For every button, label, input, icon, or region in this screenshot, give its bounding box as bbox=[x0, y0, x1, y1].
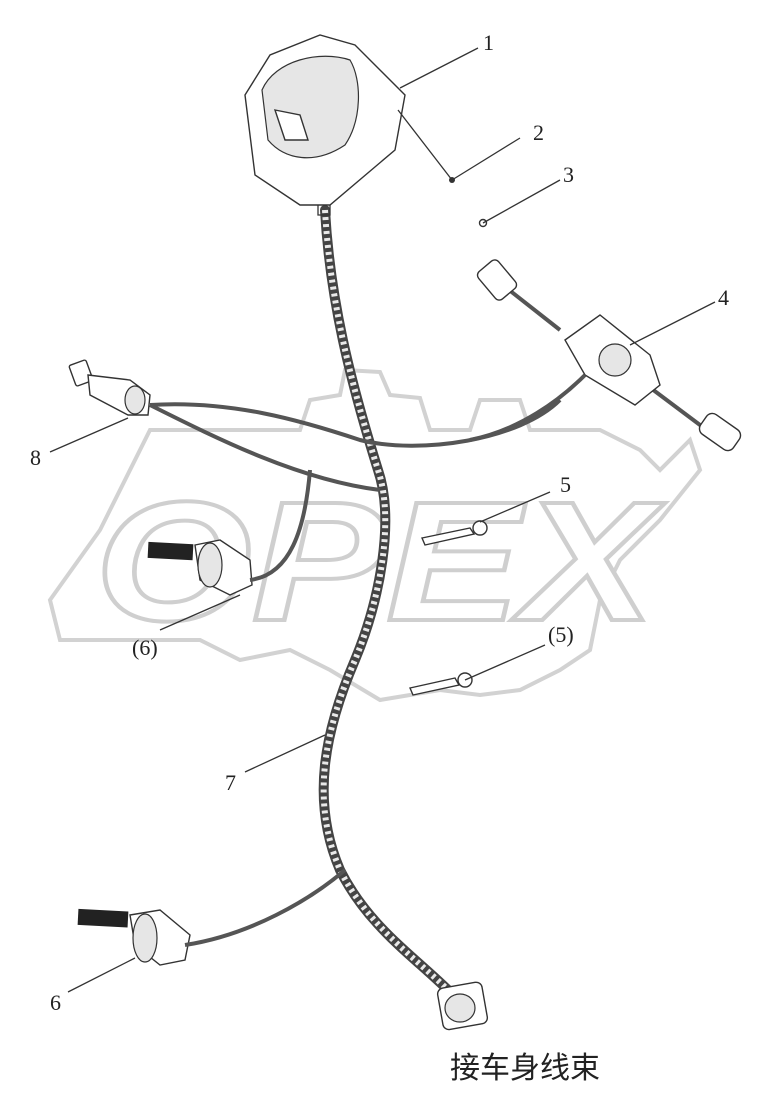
part-6-ref-sensor bbox=[147, 469, 312, 596]
callout-4: 4 bbox=[718, 285, 729, 310]
leader-lines bbox=[49, 47, 716, 993]
watermark-gear-outline bbox=[47, 367, 703, 703]
callout-2: 2 bbox=[533, 120, 544, 145]
callout-5: 5 bbox=[560, 472, 571, 497]
callout-6-ref: (6) bbox=[132, 635, 158, 660]
callout-8: 8 bbox=[30, 445, 41, 470]
callout-6: 6 bbox=[50, 990, 61, 1015]
part-5-terminal bbox=[421, 520, 488, 546]
main-harness bbox=[318, 205, 463, 1005]
caption: 接车身线束 bbox=[450, 1051, 600, 1086]
callout-5-ref: (5) bbox=[548, 622, 574, 647]
harness-end-connector bbox=[436, 981, 489, 1031]
part-4-tee-connector bbox=[469, 259, 742, 452]
watermark: OPEX bbox=[47, 367, 703, 703]
part-1-housing bbox=[244, 34, 406, 216]
callout-3: 3 bbox=[563, 162, 574, 187]
callout-7: 7 bbox=[225, 770, 236, 795]
part-5-ref-terminal bbox=[409, 672, 473, 696]
part-6-sensor bbox=[77, 868, 347, 966]
part-8-switch bbox=[68, 359, 562, 492]
callout-labels: 1 2 3 4 5 (5) (6) 6 7 8 bbox=[30, 30, 729, 1015]
callout-1: 1 bbox=[483, 30, 494, 55]
